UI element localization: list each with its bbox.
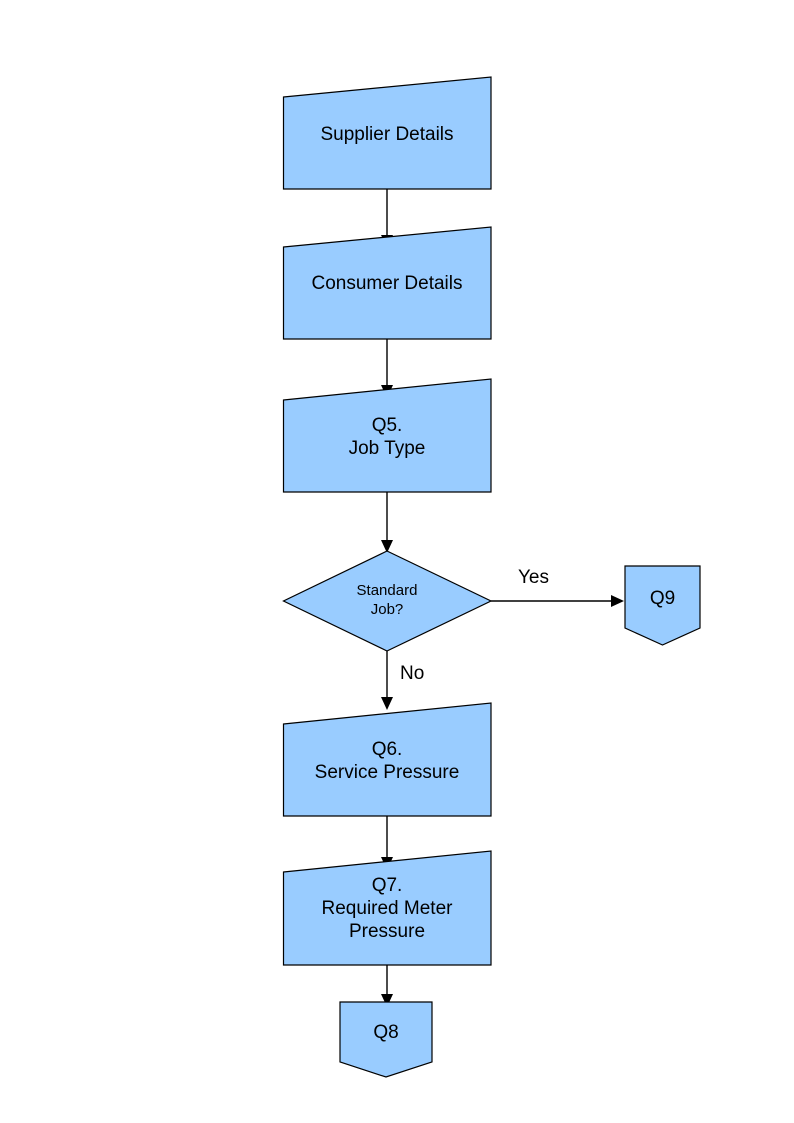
edge-label-yes: Yes bbox=[518, 567, 549, 588]
node-shape-q9[interactable] bbox=[624, 565, 701, 646]
node-shape-standard-job-decision[interactable] bbox=[282, 550, 493, 652]
node-shape-q6-service-pressure[interactable] bbox=[282, 702, 492, 817]
arrow-head-decision-to-q6 bbox=[381, 697, 393, 710]
node-shape-q7-required-meter-pressure[interactable] bbox=[282, 850, 492, 966]
node-shape-q5-job-type[interactable] bbox=[282, 378, 492, 493]
node-shape-supplier-details[interactable] bbox=[282, 76, 492, 190]
arrow-head-q5-to-decision bbox=[381, 540, 393, 553]
arrow-head-q7-to-q8 bbox=[381, 994, 393, 1007]
edge-label-no: No bbox=[400, 663, 425, 684]
node-shape-consumer-details[interactable] bbox=[282, 226, 492, 340]
node-shape-q8[interactable] bbox=[339, 1001, 433, 1078]
arrow-head-decision-to-q9 bbox=[611, 595, 624, 607]
